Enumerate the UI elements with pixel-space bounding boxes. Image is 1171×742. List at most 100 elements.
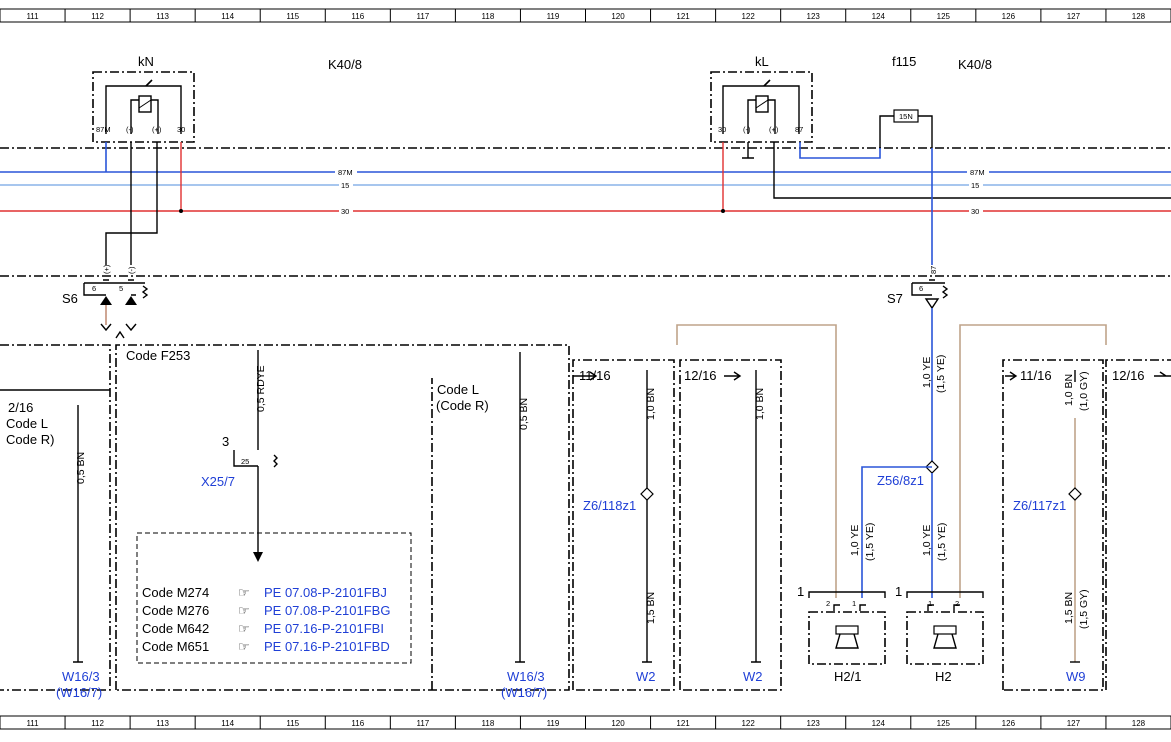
- bus-30: 30 30: [0, 207, 1171, 216]
- svg-text:6: 6: [919, 284, 923, 293]
- ruler-cell-label: 118: [482, 12, 495, 21]
- svg-text:Code L: Code L: [437, 382, 479, 397]
- section-left: 2/16 Code L Code R) 0,5 BN W16/3 (W16/7): [0, 344, 111, 700]
- ruler-cell-label: 128: [1132, 12, 1146, 21]
- ruler-cell-label: 112: [91, 719, 104, 728]
- svg-text:Code L: Code L: [6, 416, 48, 431]
- svg-text:Z6/118z1: Z6/118z1: [583, 498, 636, 513]
- horn-h2: 1 1 2 H2: [895, 584, 984, 684]
- svg-text:87: 87: [929, 266, 938, 274]
- svg-text:S6: S6: [62, 291, 78, 306]
- ruler-cell-label: 122: [741, 719, 755, 728]
- ruler-cell-label: 120: [611, 719, 625, 728]
- code-label: Code M276: [142, 603, 209, 618]
- svg-text:(1,5 GY): (1,5 GY): [1078, 589, 1090, 629]
- svg-text:25: 25: [241, 457, 249, 466]
- code-box: Code M274 ☞ PE 07.08-P-2101FBJ Code M276 ☞ PE…: [136, 532, 412, 664]
- svg-text:1: 1: [797, 584, 804, 599]
- svg-text:87M: 87M: [338, 168, 353, 177]
- svg-text:1,0 BN: 1,0 BN: [645, 388, 657, 420]
- section-w2-a: 11/16 1,0 BN Z6/118z1 1,5 BN W2: [572, 359, 675, 691]
- svg-text:(1,5 YE): (1,5 YE): [864, 523, 876, 561]
- pointing-hand-icon: ☞: [238, 621, 250, 636]
- code-label: Code M274: [142, 585, 209, 600]
- svg-text:1: 1: [895, 584, 902, 599]
- code-reference-link[interactable]: PE 07.16-P-2101FBD: [264, 639, 390, 654]
- svg-text:30: 30: [971, 207, 979, 216]
- svg-text:30: 30: [718, 125, 726, 134]
- ruler-cell-label: 111: [26, 719, 39, 728]
- wire-kl-87: [799, 142, 881, 159]
- ruler-cell-label: 116: [351, 12, 364, 21]
- svg-text:30: 30: [177, 125, 185, 134]
- pointing-hand-icon: ☞: [238, 603, 250, 618]
- svg-text:2: 2: [955, 599, 959, 608]
- svg-text:Code R): Code R): [6, 432, 54, 447]
- svg-text:15N: 15N: [899, 112, 913, 121]
- ruler-cell-label: 124: [872, 12, 886, 21]
- ruler-cell-label: 124: [872, 719, 886, 728]
- svg-text:W16/3: W16/3: [507, 669, 545, 684]
- svg-text:1: 1: [852, 599, 856, 608]
- svg-text:kL: kL: [755, 54, 769, 69]
- svg-text:3: 3: [222, 434, 229, 449]
- ruler-cell-label: 119: [547, 719, 560, 728]
- ruler-cell-label: 115: [286, 12, 299, 21]
- svg-text:(+): (+): [769, 125, 779, 134]
- ruler-cell-label: 113: [156, 719, 169, 728]
- ruler-cell-label: 123: [807, 719, 821, 728]
- svg-text:87: 87: [795, 125, 803, 134]
- wire-tan-h2: [959, 324, 1107, 598]
- ruler-cell-label: 111: [26, 12, 39, 21]
- code-reference-link[interactable]: PE 07.16-P-2101FBI: [264, 621, 384, 636]
- pointing-hand-icon: ☞: [238, 639, 250, 654]
- svg-text:87M: 87M: [970, 168, 985, 177]
- svg-text:(1,5 YE): (1,5 YE): [935, 355, 947, 393]
- ruler-cell-label: 120: [611, 12, 625, 21]
- svg-text:15: 15: [971, 181, 979, 190]
- svg-text:0,5 RDYE: 0,5 RDYE: [255, 365, 267, 412]
- section-w9: 11/16 12/16 1,0 BN (1,0 GY) Z6/117z1 1,5…: [1002, 359, 1171, 691]
- ruler-cell-label: 115: [286, 719, 299, 728]
- wire-tan-h21: [676, 324, 837, 598]
- code-f253-label: Code F253: [126, 348, 190, 363]
- ruler-cell-label: 127: [1067, 719, 1081, 728]
- ruler-cell-label: 112: [91, 12, 104, 21]
- horn-h21: 1 2 1 H2/1: [797, 584, 886, 684]
- svg-text:(-): (-): [126, 125, 134, 134]
- ruler-cell-label: 127: [1067, 12, 1081, 21]
- code-reference-link[interactable]: PE 07.08-P-2101FBJ: [264, 585, 387, 600]
- svg-text:Z6/117z1: Z6/117z1: [1013, 498, 1066, 513]
- svg-text:30: 30: [341, 207, 349, 216]
- svg-text:1,5 BN: 1,5 BN: [645, 592, 657, 624]
- ruler-cell-label: 122: [741, 12, 755, 21]
- svg-text:1: 1: [928, 599, 932, 608]
- k40-label-right: K40/8: [958, 57, 992, 72]
- ground-kl: [742, 142, 754, 159]
- svg-text:1,0 BN: 1,0 BN: [1063, 374, 1075, 406]
- svg-text:2: 2: [826, 599, 830, 608]
- relay-kl: kL 30 (-) (+) 87: [710, 54, 813, 143]
- svg-text:15: 15: [341, 181, 349, 190]
- ruler-cell-label: 125: [937, 719, 951, 728]
- svg-text:(1,5 YE): (1,5 YE): [936, 523, 948, 561]
- fuse-f115: 15N: [879, 109, 933, 148]
- svg-text:11/16: 11/16: [1020, 368, 1052, 383]
- section-mid: Code F253 0,5 RDYE 3 25 X25/7 Code L (Co…: [115, 330, 570, 700]
- svg-text:0,5 BN: 0,5 BN: [518, 398, 530, 430]
- f115-label: f115: [892, 54, 916, 69]
- svg-text:1,5 BN: 1,5 BN: [1063, 592, 1075, 624]
- code-reference-link[interactable]: PE 07.08-P-2101FBG: [264, 603, 390, 618]
- svg-text:12/16: 12/16: [684, 368, 717, 383]
- k40-label-left: K40/8: [328, 57, 362, 72]
- code-label: Code M642: [142, 621, 209, 636]
- relay-kn: kN 87M (-) (+) 30: [92, 54, 195, 143]
- ruler-cell-label: 126: [1002, 719, 1016, 728]
- svg-text:W9: W9: [1066, 669, 1086, 684]
- ruler-cell-label: 118: [482, 719, 495, 728]
- svg-text:87M: 87M: [96, 125, 111, 134]
- svg-text:(Code R): (Code R): [436, 398, 489, 413]
- section-w2-b: 12/16 1,0 BN W2: [679, 359, 782, 691]
